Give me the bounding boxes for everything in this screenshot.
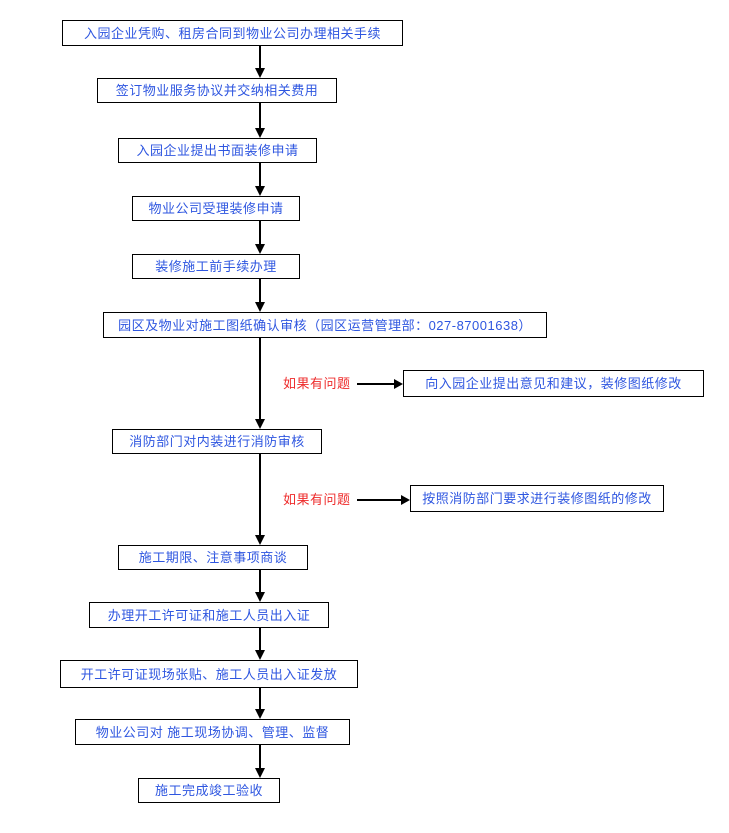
arrow-stem bbox=[357, 499, 401, 501]
arrow-stem bbox=[259, 279, 261, 303]
flow-node-pre-construction-procedures: 装修施工前手续办理 bbox=[132, 254, 300, 279]
arrow-stem bbox=[259, 338, 261, 420]
arrow-head-down-icon bbox=[255, 592, 265, 602]
arrow-head-down-icon bbox=[255, 535, 265, 545]
branch-condition-label-2: 如果有问题 bbox=[283, 492, 351, 507]
flow-node-submit-decoration-application: 入园企业提出书面装修申请 bbox=[118, 138, 317, 163]
arrow-stem bbox=[259, 221, 261, 245]
flow-node-fire-review: 消防部门对内装进行消防审核 bbox=[112, 429, 322, 454]
flow-node-apply-permits: 办理开工许可证和施工人员出入证 bbox=[89, 602, 329, 628]
flow-node-fire-drawing-revision: 按照消防部门要求进行装修图纸的修改 bbox=[410, 485, 664, 512]
flow-node-sign-property-agreement: 签订物业服务协议并交纳相关费用 bbox=[97, 78, 337, 103]
arrow-stem bbox=[259, 688, 261, 710]
arrow-head-down-icon bbox=[255, 650, 265, 660]
flow-node-feedback-drawing-revision: 向入园企业提出意见和建议，装修图纸修改 bbox=[403, 370, 704, 397]
arrow-head-down-icon bbox=[255, 128, 265, 138]
flow-node-accept-decoration-application: 物业公司受理装修申请 bbox=[132, 196, 300, 221]
arrow-head-down-icon bbox=[255, 709, 265, 719]
arrow-head-down-icon bbox=[255, 768, 265, 778]
flow-node-completion-acceptance: 施工完成竣工验收 bbox=[138, 778, 280, 803]
flow-node-site-supervision: 物业公司对 施工现场协调、管理、监督 bbox=[75, 719, 350, 745]
arrow-stem bbox=[357, 383, 394, 385]
arrow-head-down-icon bbox=[255, 186, 265, 196]
arrow-head-down-icon bbox=[255, 419, 265, 429]
arrow-head-down-icon bbox=[255, 68, 265, 78]
arrow-stem bbox=[259, 628, 261, 651]
branch-condition-label-1: 如果有问题 bbox=[283, 376, 351, 391]
flow-node-construction-terms-discussion: 施工期限、注意事项商谈 bbox=[118, 545, 308, 570]
arrow-head-right-icon bbox=[401, 495, 410, 505]
arrow-stem bbox=[259, 570, 261, 593]
arrow-stem bbox=[259, 745, 261, 769]
arrow-head-down-icon bbox=[255, 302, 265, 312]
flow-node-post-permits-issue-passes: 开工许可证现场张贴、施工人员出入证发放 bbox=[60, 660, 358, 688]
arrow-stem bbox=[259, 163, 261, 187]
flow-node-drawing-review: 园区及物业对施工图纸确认审核（园区运营管理部：027-87001638） bbox=[103, 312, 547, 338]
arrow-stem bbox=[259, 454, 261, 536]
arrow-stem bbox=[259, 103, 261, 129]
flow-node-entry-procedures: 入园企业凭购、租房合同到物业公司办理相关手续 bbox=[62, 20, 403, 46]
arrow-stem bbox=[259, 46, 261, 69]
arrow-head-down-icon bbox=[255, 244, 265, 254]
arrow-head-right-icon bbox=[394, 379, 403, 389]
